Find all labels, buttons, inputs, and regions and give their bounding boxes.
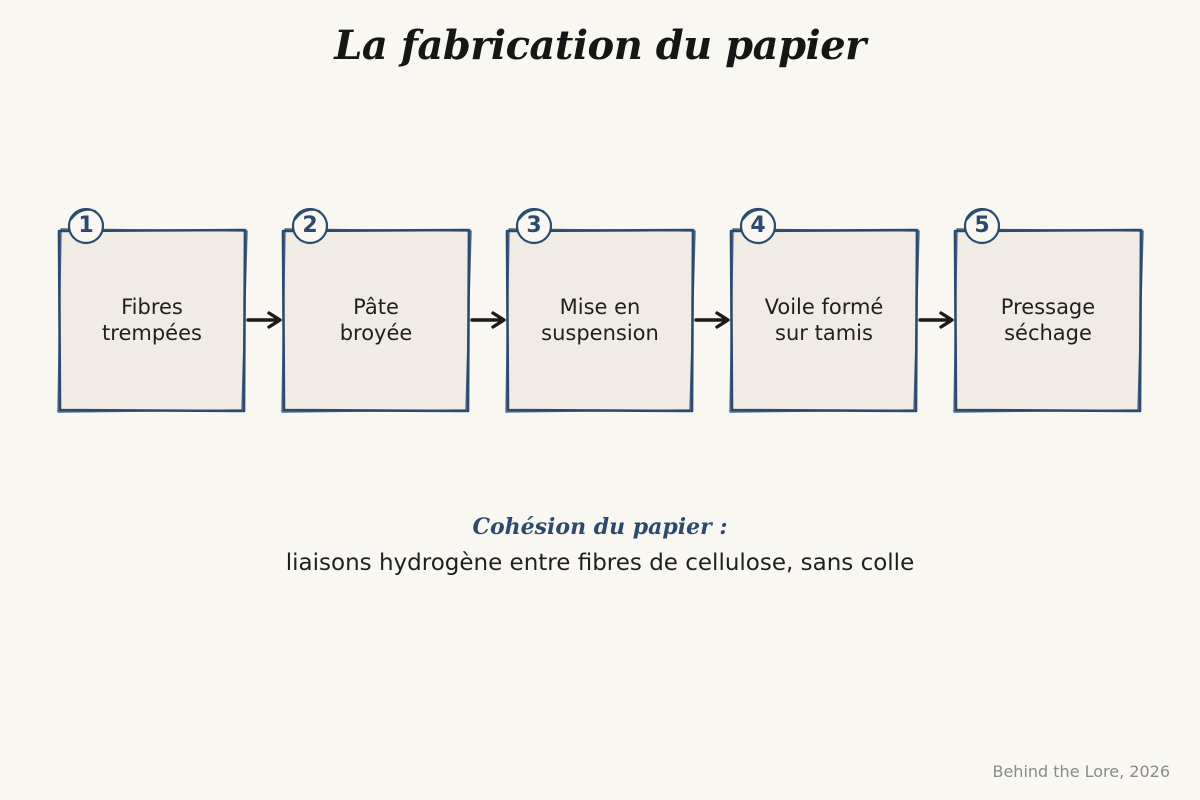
diagram-title: La fabrication du papier	[334, 22, 866, 69]
step-number-2: 2	[302, 213, 318, 238]
step-box-3	[505, 228, 696, 413]
step-badge-3	[515, 207, 553, 245]
step-label-line1: Pressage	[1000, 295, 1096, 319]
step-badge-4	[739, 207, 777, 245]
step-label-line2: broyée	[339, 321, 413, 345]
flow-arrow-4	[918, 311, 954, 329]
step-box-5	[953, 228, 1144, 413]
flow-arrow-1	[246, 311, 282, 329]
step-number-3: 3	[526, 213, 542, 238]
step-box-1	[57, 228, 248, 413]
note-title: Cohésion du papier :	[472, 514, 728, 540]
step-label-line1: Fibres	[121, 295, 183, 319]
step-badge-2	[291, 207, 329, 245]
step-label-line2: trempées	[102, 321, 202, 345]
step-box-4	[729, 228, 920, 413]
flow-arrow-3	[694, 311, 730, 329]
step-box-2	[281, 228, 472, 413]
step-label-line2: suspension	[541, 321, 659, 345]
note-text: liaisons hydrogène entre fibres de cellu…	[285, 550, 915, 576]
credit-text: Behind the Lore, 2026	[992, 762, 1170, 781]
step-number-4: 4	[750, 213, 766, 238]
step-number-1: 1	[78, 213, 94, 238]
step-label-line1: Pâte	[353, 295, 399, 319]
step-badge-1	[67, 207, 105, 245]
step-label-line2: sur tamis	[775, 321, 873, 345]
step-number-5: 5	[974, 213, 990, 238]
step-label-line2: séchage	[1004, 321, 1092, 345]
step-label-line1: Mise en	[559, 295, 641, 319]
flow-arrow-2	[470, 311, 506, 329]
step-badge-5	[963, 207, 1001, 245]
step-label-line1: Voile formé	[764, 295, 884, 319]
